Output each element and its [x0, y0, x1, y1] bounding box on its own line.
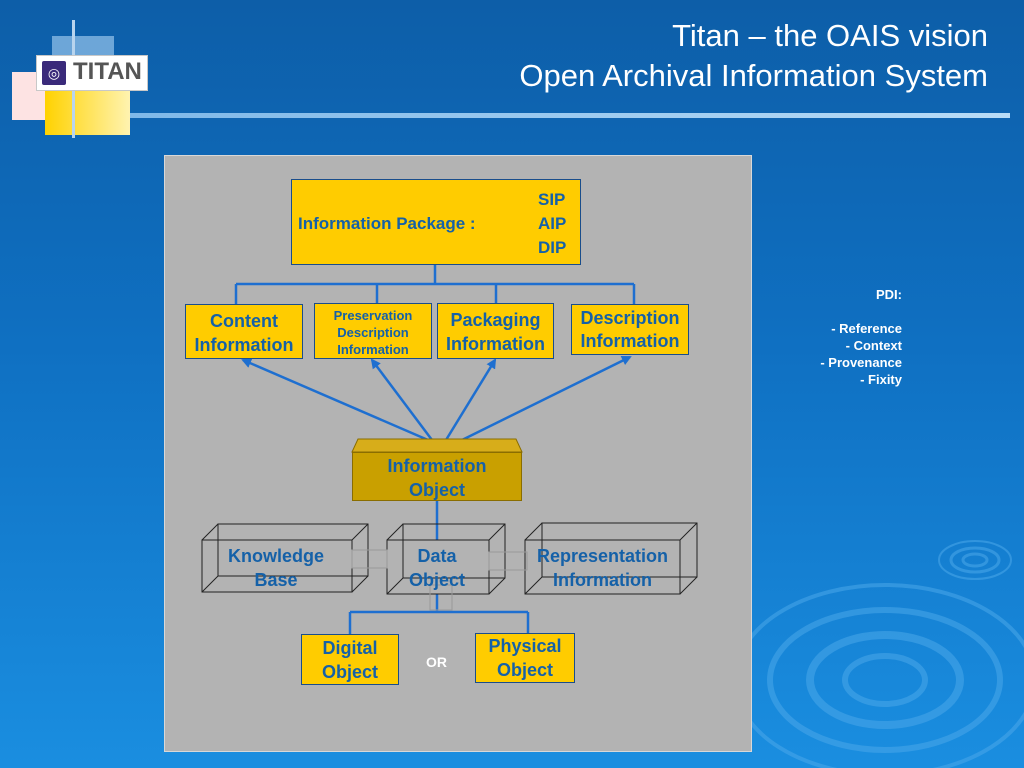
cube-line: Object: [408, 570, 465, 590]
package-type-sip: SIP: [538, 190, 566, 209]
box-line: Information: [446, 334, 545, 354]
packaging-information-box: Packaging Information: [437, 303, 554, 359]
box-line: Physical: [488, 636, 562, 656]
package-type-dip: DIP: [538, 238, 567, 257]
representation-information-label: Representation Information: [525, 544, 680, 592]
box-line: Information: [194, 335, 294, 355]
cube-line: Information: [553, 570, 652, 590]
package-type-aip: AIP: [538, 214, 567, 233]
information-object-box: Information Object: [352, 452, 522, 501]
pdi-spacer: [820, 303, 902, 320]
logo-text: TITAN: [73, 58, 142, 85]
pdi-item: - Reference: [831, 321, 902, 336]
titan-logo: ◎ TITAN: [36, 55, 148, 91]
physical-object-box: Physical Object: [475, 633, 575, 683]
pdi-item: - Context: [845, 338, 902, 353]
package-type-list: SIP AIP DIP: [538, 188, 566, 260]
box-line: Description: [337, 325, 409, 340]
titan-logo-icon: ◎: [42, 61, 66, 85]
box-line: Object: [321, 662, 378, 682]
box-line: Information: [387, 456, 487, 476]
box-line: Content: [210, 311, 278, 331]
pdi-item: - Fixity: [860, 372, 902, 387]
information-package-box: Information Package : SIP AIP DIP: [291, 179, 581, 265]
title-line-1: Titan – the OAIS vision: [672, 18, 988, 53]
data-object-label: Data Object: [388, 544, 486, 592]
cube-line: Knowledge: [227, 546, 324, 566]
title-line-2: Open Archival Information System: [519, 58, 988, 93]
preservation-description-information-box: Preservation Description Information: [314, 303, 432, 359]
pdi-note: PDI: - Reference - Context - Provenance …: [820, 286, 902, 388]
box-line: Information: [580, 331, 680, 351]
box-line: Packaging: [450, 310, 541, 330]
header-divider: [130, 113, 1010, 118]
digital-object-box: Digital Object: [301, 634, 399, 685]
knowledge-base-label: Knowledge Base: [206, 544, 346, 592]
information-package-label: Information Package :: [298, 214, 476, 233]
logo-decoration: [45, 90, 130, 135]
box-line: Description: [580, 308, 680, 328]
box-line: Object: [496, 660, 553, 680]
cube-line: Data: [417, 546, 457, 566]
slide-title: Titan – the OAIS vision Open Archival In…: [519, 16, 988, 96]
cube-line: Representation: [536, 546, 669, 566]
description-information-box: Description Information: [571, 304, 689, 355]
or-label: OR: [426, 654, 447, 670]
box-line: Object: [408, 480, 465, 500]
content-information-box: Content Information: [185, 304, 303, 359]
pdi-header: PDI:: [876, 287, 902, 302]
box-line: Information: [337, 342, 409, 357]
cube-line: Base: [254, 570, 298, 590]
box-line: Digital: [322, 638, 378, 658]
box-line: Preservation: [333, 308, 413, 323]
pdi-item: - Provenance: [820, 355, 902, 370]
